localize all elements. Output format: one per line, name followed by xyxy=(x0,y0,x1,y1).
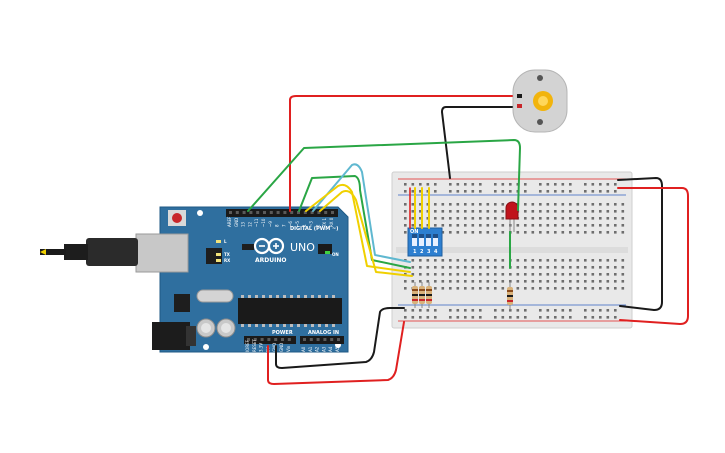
wire-red xyxy=(289,95,513,212)
digital-pin-label: 2 xyxy=(315,224,320,227)
power-jack xyxy=(152,322,190,350)
mounting-hole xyxy=(203,344,209,350)
wire-yellow xyxy=(319,190,413,277)
icsp-header xyxy=(318,244,332,254)
crystal-oscillator xyxy=(196,289,234,303)
digital-pin-label: GND xyxy=(234,218,239,227)
rx-led xyxy=(216,259,221,262)
dip-on-label: ON xyxy=(410,229,418,235)
resistor[interactable] xyxy=(507,282,513,310)
dip-toggle-1[interactable] xyxy=(412,234,417,246)
digital-pin-label: 12 xyxy=(247,221,252,227)
power-pin-label: RESET xyxy=(252,339,257,352)
dip-number-3: 3 xyxy=(427,249,431,255)
digital-pin-label: TX 1 xyxy=(322,218,327,228)
mounting-hole xyxy=(197,210,203,216)
power-label: POWER xyxy=(272,330,293,336)
digital-pin-label: 13 xyxy=(241,221,246,227)
power-pin-label: GND xyxy=(279,343,284,352)
power-pin-label: IOREF xyxy=(245,339,250,352)
digital-label: DIGITAL (PWM ~) xyxy=(290,226,338,232)
analog-header[interactable] xyxy=(300,336,344,344)
wire-green xyxy=(298,175,411,269)
dip-number-2: 2 xyxy=(420,249,424,255)
resistor[interactable] xyxy=(419,282,425,308)
digital-pin-label: ~3 xyxy=(309,221,314,227)
dip-toggle-4[interactable] xyxy=(433,234,438,246)
digital-pin-label: 4 xyxy=(302,224,307,227)
usb-port xyxy=(135,233,189,273)
digital-pin-label: ~5 xyxy=(295,221,300,227)
usb-cable-plug xyxy=(86,238,138,266)
resistor[interactable] xyxy=(426,282,432,308)
atmega-chip xyxy=(238,298,342,324)
wire-yellow xyxy=(305,183,411,273)
wire-cyan xyxy=(312,163,411,263)
dip-toggle-2[interactable] xyxy=(419,234,424,246)
usb-cable xyxy=(40,249,66,255)
digital-pin-label: 7 xyxy=(281,224,286,227)
board-brand: ARDUINO xyxy=(255,257,286,264)
l-led xyxy=(216,240,221,243)
tx-led xyxy=(216,253,221,256)
digital-pin-label: AREF xyxy=(227,216,232,227)
wires xyxy=(247,95,689,385)
voltage-regulator xyxy=(174,294,190,312)
wire-black xyxy=(275,307,405,369)
wire-red xyxy=(267,321,405,385)
on-label: ON xyxy=(332,252,339,257)
breadboard[interactable] xyxy=(391,171,633,329)
tx-label: TX xyxy=(224,252,230,257)
digital-pin-label: ~6 xyxy=(288,221,293,227)
power-pin-label: 3.3V xyxy=(259,343,264,352)
analog-pin-label: A5 xyxy=(335,346,340,352)
wire-black xyxy=(441,106,513,179)
analog-pin-label: A1 xyxy=(308,346,313,352)
analog-pin-label: A4 xyxy=(328,346,333,352)
digital-pin-label: ~10 xyxy=(261,218,266,227)
breadboard-holes xyxy=(404,183,625,319)
analog-label: ANALOG IN xyxy=(308,330,339,336)
l-label: L xyxy=(224,239,227,244)
dip-number-1: 1 xyxy=(413,249,417,255)
dc-motor[interactable] xyxy=(512,69,568,133)
digital-pin-label: 8 xyxy=(275,224,280,227)
wire-green xyxy=(247,139,521,212)
digital-pin-label: RX 0 xyxy=(329,217,334,227)
board-model: UNO xyxy=(290,241,315,254)
analog-pin-label: A0 xyxy=(301,346,306,352)
rx-label: RX xyxy=(224,258,230,263)
digital-header[interactable] xyxy=(226,209,338,217)
resistor[interactable] xyxy=(412,282,418,308)
wire-black xyxy=(617,177,663,311)
usb-cable-strain xyxy=(64,244,88,260)
on-led xyxy=(325,251,330,254)
digital-pin-label: ~11 xyxy=(254,218,259,227)
usb-cable-tip-icon xyxy=(40,249,46,255)
wire-red xyxy=(617,187,689,325)
reset-button-icon xyxy=(172,213,182,223)
analog-pin-label: A3 xyxy=(321,346,326,352)
dip-toggle-3[interactable] xyxy=(426,234,431,246)
dip-switch[interactable]: ON 1 2 3 4 xyxy=(407,227,443,257)
digital-pin-label: ~9 xyxy=(268,221,273,227)
analog-pin-label: A2 xyxy=(315,346,320,352)
dip-number-4: 4 xyxy=(434,249,438,255)
arduino-logo-icon xyxy=(253,237,285,255)
power-pin-label: GND xyxy=(272,343,277,352)
resistor-bank[interactable] xyxy=(412,282,513,310)
power-pin-label: Vin xyxy=(286,345,291,352)
